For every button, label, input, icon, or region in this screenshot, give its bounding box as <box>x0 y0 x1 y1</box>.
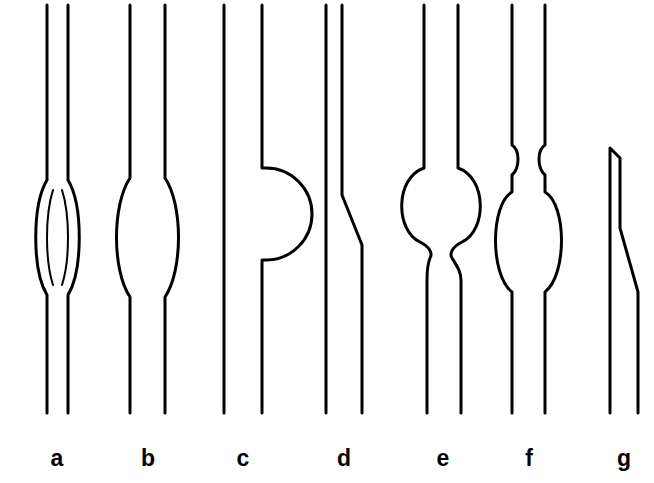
inner-lumen-line <box>62 190 68 285</box>
vessel-wall <box>325 5 328 413</box>
vessel-wall <box>165 5 179 413</box>
figure-letter: g <box>617 447 631 470</box>
vessel-wall <box>539 5 562 413</box>
vessel-wall <box>402 5 431 413</box>
vessel-wall <box>342 5 362 413</box>
vessel-wall <box>610 148 638 413</box>
figure-letter: b <box>141 447 155 470</box>
figure-letter: e <box>437 447 450 470</box>
figure-letter: d <box>337 447 351 470</box>
vessel-wall <box>36 5 47 413</box>
vessel-wall <box>262 5 312 413</box>
figure-letter: f <box>525 447 533 470</box>
inner-lumen-line <box>47 190 53 285</box>
vessel-wall <box>223 5 226 413</box>
vessel-wall <box>451 5 480 413</box>
vessel-wall <box>496 5 519 413</box>
figure-letter: c <box>237 447 250 470</box>
vessel-wall <box>117 5 131 413</box>
figure-letter: a <box>51 447 64 470</box>
vessel-wall <box>68 5 79 413</box>
